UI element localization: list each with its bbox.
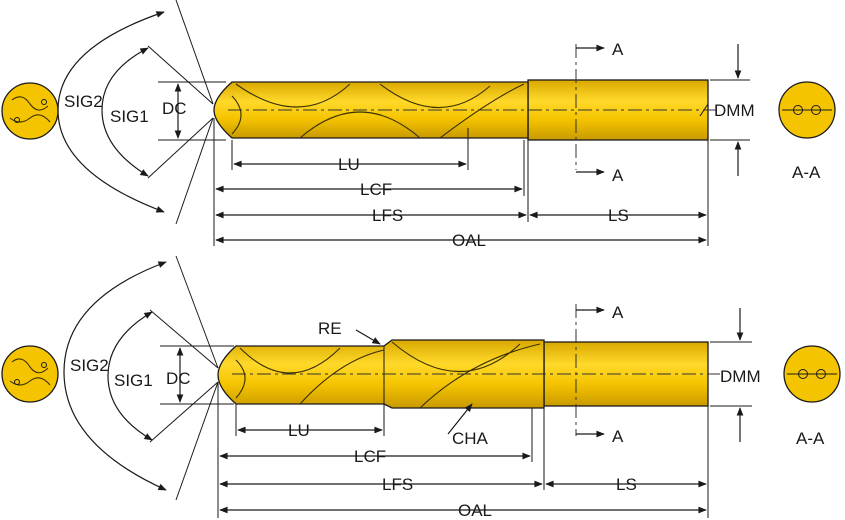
bottom-lcf-label: LCF: [354, 447, 386, 466]
top-drill-view: SIG2 SIG1 DC A A DMM: [1, 0, 836, 250]
bottom-re-label: RE: [318, 319, 342, 338]
top-ls-label: LS: [608, 206, 629, 225]
bottom-ls-label: LS: [616, 475, 637, 494]
bottom-dc-label: DC: [166, 369, 191, 388]
top-sig1-label: SIG1: [110, 107, 149, 126]
bottom-end-view-icon: [1, 345, 59, 403]
top-dmm-label: DMM: [714, 101, 755, 120]
top-oal-label: OAL: [452, 231, 486, 250]
bottom-cha-label: CHA: [452, 429, 489, 448]
bottom-oal-label: OAL: [458, 501, 492, 520]
bottom-lfs-label: LFS: [382, 475, 413, 494]
bottom-drill-view: SIG2 SIG1 DC RE CHA A A DMM: [1, 255, 841, 520]
top-lu-label: LU: [338, 155, 360, 174]
bottom-sig-angles: [63, 255, 219, 501]
top-lfs-label: LFS: [372, 206, 403, 225]
bottom-drill-body: [217, 339, 720, 409]
top-dc-label: DC: [162, 99, 187, 118]
bottom-section-view-label: A-A: [796, 429, 825, 448]
top-sig2-label: SIG2: [64, 92, 103, 111]
bottom-section-a-top: A: [612, 303, 624, 322]
top-section-a-bottom: A: [612, 166, 624, 185]
bottom-section-a-bottom: A: [612, 427, 624, 446]
top-section-view-label: A-A: [792, 163, 821, 182]
bottom-sig1-label: SIG1: [114, 371, 153, 390]
bottom-dmm-label: DMM: [720, 367, 761, 386]
top-lcf-label: LCF: [360, 180, 392, 199]
top-section-view-icon: [778, 81, 836, 139]
top-section-a-top: A: [612, 40, 624, 59]
top-end-view-icon: [1, 82, 59, 140]
bottom-section-view-icon: [783, 345, 841, 403]
bottom-lu-label: LU: [288, 421, 310, 440]
top-sig-angles: [57, 0, 214, 225]
top-drill-body: [213, 79, 720, 141]
bottom-sig2-label: SIG2: [70, 356, 109, 375]
